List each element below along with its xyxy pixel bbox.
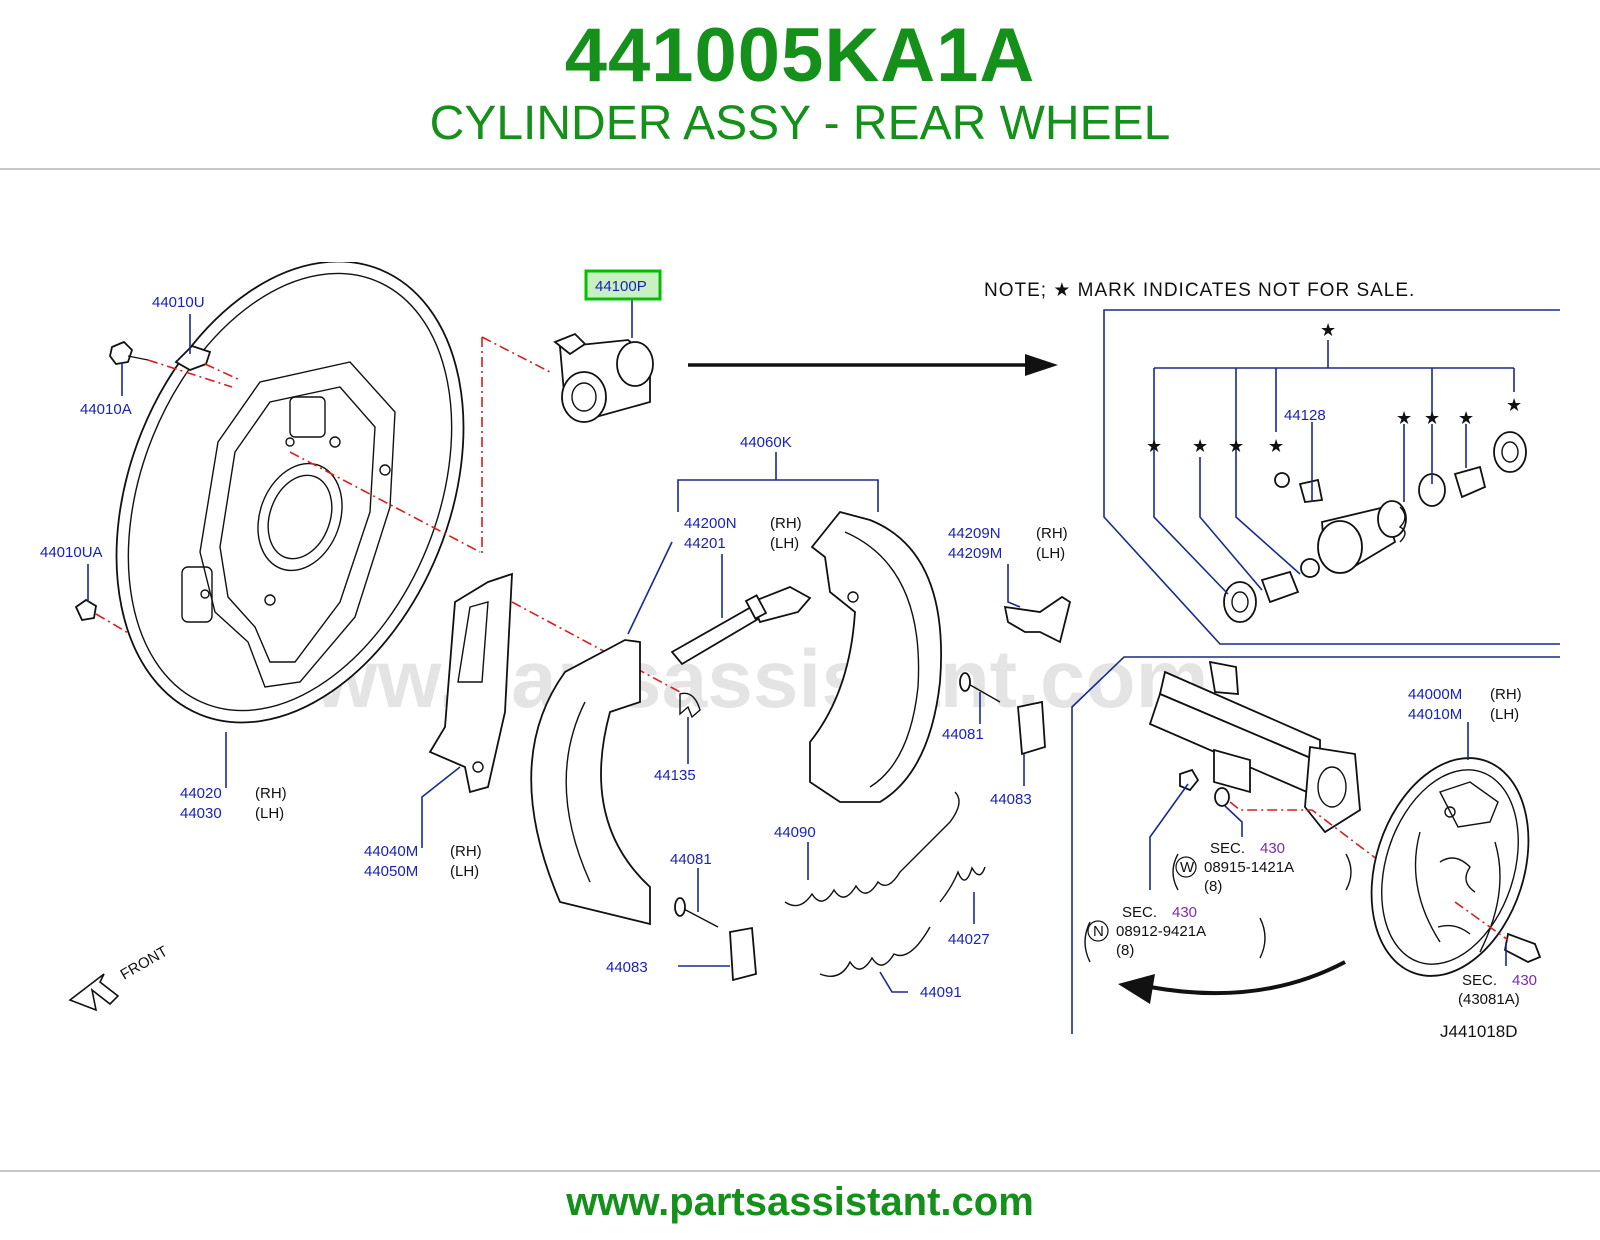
sec-label-bolt: SEC. bbox=[1462, 972, 1497, 989]
label-44128[interactable]: 44128 bbox=[1284, 407, 1326, 424]
leader-lines bbox=[87, 300, 1507, 993]
bolt-reference: (43081A) bbox=[1458, 991, 1520, 1008]
side-lh-44010M: (LH) bbox=[1490, 706, 1519, 723]
star-mark-8: ★ bbox=[1506, 395, 1522, 415]
label-44010U[interactable]: 44010U bbox=[152, 294, 205, 311]
label-44050M[interactable]: 44050M bbox=[364, 863, 418, 880]
side-rh-44000M: (RH) bbox=[1490, 686, 1522, 703]
label-44081-left[interactable]: 44081 bbox=[670, 851, 712, 868]
label-44010UA[interactable]: 44010UA bbox=[40, 544, 103, 561]
label-44083-left[interactable]: 44083 bbox=[606, 959, 648, 976]
label-44209N[interactable]: 44209N bbox=[948, 525, 1001, 542]
watermark: www.partsassistant.com bbox=[249, 634, 1209, 725]
star-mark-4: ★ bbox=[1268, 436, 1284, 456]
part-number-title: 441005KA1A bbox=[564, 13, 1036, 98]
adjuster-assy-drawing bbox=[670, 586, 812, 666]
washer-N-drawing bbox=[1214, 787, 1230, 807]
side-lh-44050M: (LH) bbox=[450, 863, 479, 880]
n-quantity: (8) bbox=[1116, 942, 1134, 959]
spring-44027-drawing bbox=[939, 866, 986, 903]
plug-44010UA-drawing bbox=[74, 598, 97, 622]
sec-number-bolt[interactable]: 430 bbox=[1512, 972, 1537, 989]
exploded-view-drawing: www.partsassistant.com bbox=[40, 262, 1560, 1041]
star-mark-3: ★ bbox=[1228, 436, 1244, 456]
star-mark-6: ★ bbox=[1424, 408, 1440, 428]
label-44090[interactable]: 44090 bbox=[774, 824, 816, 841]
side-rh-44040M: (RH) bbox=[450, 843, 482, 860]
label-44010A[interactable]: 44010A bbox=[80, 401, 132, 418]
label-44091[interactable]: 44091 bbox=[920, 984, 962, 1001]
highlighted-part-box bbox=[584, 269, 662, 301]
footer-url-link[interactable]: www.partsassistant.com bbox=[566, 1180, 1034, 1224]
strut-44209-drawing bbox=[1003, 595, 1072, 644]
nut-W-drawing bbox=[1179, 768, 1200, 792]
n-symbol: N bbox=[1093, 923, 1104, 940]
w-quantity: (8) bbox=[1204, 878, 1222, 895]
star-mark-7: ★ bbox=[1458, 408, 1474, 428]
star-mark-2: ★ bbox=[1192, 436, 1208, 456]
side-lh-44201: (LH) bbox=[770, 535, 799, 552]
side-rh-44209N: (RH) bbox=[1036, 525, 1068, 542]
exploded-box-outline bbox=[1103, 309, 1560, 645]
brake-assembly-drawing bbox=[1370, 757, 1530, 977]
side-rh-44200N: (RH) bbox=[770, 515, 802, 532]
cylinder-exploded-drawing bbox=[1223, 431, 1527, 623]
spring-44090-drawing bbox=[784, 791, 960, 907]
diagram-id: J441018D bbox=[1440, 1022, 1518, 1041]
retainer-44083-left-drawing bbox=[729, 926, 757, 982]
w-symbol: W bbox=[1180, 859, 1195, 876]
label-44100P[interactable]: 44100P bbox=[595, 278, 647, 295]
part-name-subtitle: CYLINDER ASSY - REAR WHEEL bbox=[429, 97, 1171, 150]
star-mark-5: ★ bbox=[1396, 408, 1412, 428]
n-circle-icon bbox=[1087, 920, 1109, 942]
header-divider bbox=[0, 168, 1600, 170]
label-44020[interactable]: 44020 bbox=[180, 785, 222, 802]
pin-44081-left-drawing bbox=[674, 897, 719, 928]
bolt-44010A-drawing bbox=[109, 340, 149, 365]
label-44060K[interactable]: 44060K bbox=[740, 434, 792, 451]
note-text: NOTE; ★ MARK INDICATES NOT FOR SALE. bbox=[984, 280, 1415, 301]
front-label: FRONT bbox=[118, 943, 171, 984]
label-44209M[interactable]: 44209M bbox=[948, 545, 1002, 562]
label-44201[interactable]: 44201 bbox=[684, 535, 726, 552]
side-lh-44209M: (LH) bbox=[1036, 545, 1065, 562]
clip-44135-drawing bbox=[679, 692, 701, 719]
sec-number-n[interactable]: 430 bbox=[1172, 904, 1197, 921]
label-44040M[interactable]: 44040M bbox=[364, 843, 418, 860]
w-circle-icon bbox=[1175, 856, 1197, 878]
label-44200N[interactable]: 44200N bbox=[684, 515, 737, 532]
sec-number-w[interactable]: 430 bbox=[1260, 840, 1285, 857]
header: 441005KA1A CYLINDER ASSY - REAR WHEEL bbox=[0, 0, 1600, 170]
label-44083-right[interactable]: 44083 bbox=[990, 791, 1032, 808]
label-44030[interactable]: 44030 bbox=[180, 805, 222, 822]
parts-diagram: www.partsassistant.com bbox=[0, 262, 1600, 1062]
exploded-leader-tree bbox=[1153, 340, 1515, 595]
pin-44081-right-drawing bbox=[959, 672, 1001, 703]
label-44135[interactable]: 44135 bbox=[654, 767, 696, 784]
assembly-box-outline bbox=[1071, 656, 1560, 1034]
brake-shoe-right-drawing bbox=[809, 510, 942, 803]
footer-divider bbox=[0, 1170, 1600, 1172]
label-44000M[interactable]: 44000M bbox=[1408, 686, 1462, 703]
brake-shoe-left-drawing bbox=[530, 639, 651, 926]
front-arrow-icon bbox=[68, 973, 120, 1012]
spring-44091-drawing bbox=[819, 926, 931, 977]
side-rh-44020: (RH) bbox=[255, 785, 287, 802]
label-44081-right[interactable]: 44081 bbox=[942, 726, 984, 743]
label-44027[interactable]: 44027 bbox=[948, 931, 990, 948]
w-part-number[interactable]: 08915-1421A bbox=[1204, 859, 1294, 876]
axle-beam-drawing bbox=[1148, 660, 1361, 834]
label-44010M[interactable]: 44010M bbox=[1408, 706, 1462, 723]
n-part-number[interactable]: 08912-9421A bbox=[1116, 923, 1206, 940]
star-mark-top: ★ bbox=[1320, 320, 1336, 340]
star-mark-1: ★ bbox=[1146, 436, 1162, 456]
backing-plate-drawing bbox=[115, 262, 465, 724]
adjuster-lever-drawing bbox=[428, 572, 513, 794]
retainer-44083-right-drawing bbox=[1017, 700, 1046, 756]
side-lh-44030: (LH) bbox=[255, 805, 284, 822]
sec-label-n: SEC. bbox=[1122, 904, 1157, 921]
wheel-cylinder-44100P-drawing bbox=[553, 332, 654, 423]
sec-label-w: SEC. bbox=[1210, 840, 1245, 857]
bolt-43081A-drawing bbox=[1503, 932, 1542, 963]
